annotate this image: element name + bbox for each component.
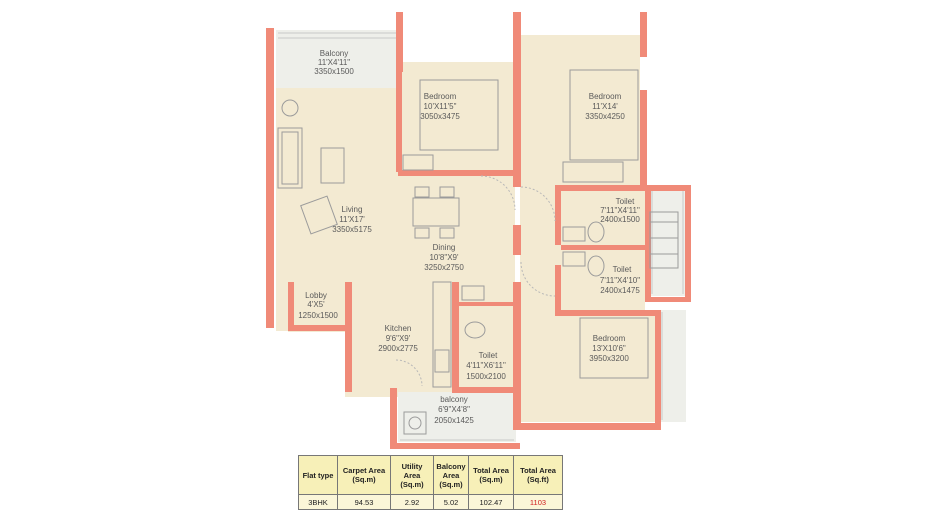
room-name-living: Living (342, 205, 363, 214)
room-dim-mm-bedroom-1: 3050x3475 (420, 112, 460, 121)
room-dim-ft-bedroom-3: 13'X10'6" (592, 344, 626, 353)
plant-pot (281, 99, 299, 117)
room-name-toilet-3: Toilet (479, 351, 498, 360)
kitchen-sink (434, 349, 450, 373)
wardrobe-1 (402, 154, 434, 171)
coffee-table (320, 147, 345, 184)
room-name-lobby: Lobby (305, 291, 327, 300)
room-name-toilet-1: Toilet (616, 197, 635, 206)
room-dim-ft-lobby: 4'X5' (307, 300, 325, 309)
header-total-area-sqm: Total Area (Sq.m) (468, 455, 514, 495)
sofa (277, 127, 303, 189)
header-balcony-area: Balcony Area (Sq.m) (433, 455, 469, 495)
room-dim-ft-dining: 10'8"X9' (429, 253, 459, 262)
room-name-balcony-bottom: balcony (440, 395, 468, 404)
room-dim-mm-kitchen: 2900x2775 (378, 344, 418, 353)
cell-balcony-area: 5.02 (433, 494, 469, 510)
area-table-row: 3BHK 94.53 2.92 5.02 102.47 1103 (298, 494, 563, 510)
header-total-area-sqft: Total Area (Sq.ft) (513, 455, 563, 495)
cell-flat-type: 3BHK (298, 494, 338, 510)
room-dim-mm-toilet-2: 2400x1475 (600, 286, 640, 295)
wc-3 (587, 255, 605, 277)
bed-2 (569, 69, 639, 161)
room-dim-ft-bedroom-2: 11'X14' (592, 102, 618, 111)
room-dim-mm-lobby: 1250x1500 (298, 311, 338, 320)
room-dim-mm-balcony-top: 3350x1500 (314, 67, 354, 76)
header-flat-type: Flat type (298, 455, 338, 495)
area-table-header-row: Flat type Carpet Area (Sq.m) Utility Are… (298, 455, 563, 495)
room-dim-mm-toilet-1: 2400x1500 (600, 215, 640, 224)
area-table: Flat type Carpet Area (Sq.m) Utility Are… (298, 455, 563, 510)
room-dim-ft-toilet-2: 7'11"X4'10" (600, 276, 640, 285)
wc-2 (587, 221, 605, 243)
washing-machine (403, 411, 427, 435)
room-dim-mm-balcony-bottom: 2050x1425 (434, 416, 474, 425)
room-dim-ft-balcony-top: 11'X4'11" (318, 58, 350, 67)
kitchen-counter (432, 281, 452, 388)
room-dim-mm-bedroom-3: 3950x3200 (589, 354, 629, 363)
room-dim-ft-toilet-3: 4'11"X6'11" (466, 361, 506, 370)
room-dim-mm-bedroom-2: 3350x4250 (585, 112, 625, 121)
room-dim-mm-dining: 3250x2750 (424, 263, 464, 272)
room-dim-ft-bedroom-1: 10'X11'5" (424, 102, 457, 111)
armchair (300, 195, 338, 235)
room-name-dining: Dining (433, 243, 456, 252)
cell-total-area-sqm: 102.47 (468, 494, 514, 510)
room-name-bedroom-3: Bedroom (593, 334, 626, 343)
room-name-balcony-top: Balcony (320, 49, 348, 58)
bed-1 (419, 79, 499, 151)
room-dim-mm-living: 3350x5175 (332, 225, 372, 234)
room-dim-ft-toilet-1: 7'11"X4'11" (600, 206, 640, 215)
room-dim-ft-balcony-bottom: 6'9"X4'8" (438, 405, 470, 414)
dining-table (412, 197, 460, 227)
room-name-toilet-2: Toilet (613, 265, 632, 274)
walls (266, 12, 691, 449)
basin-3 (461, 285, 485, 301)
cell-total-area-sqft: 1103 (513, 494, 563, 510)
header-utility-area: Utility Area (Sq.m) (390, 455, 434, 495)
balcony-areas (276, 30, 686, 442)
bed-3 (579, 317, 649, 379)
basin-2 (562, 251, 586, 267)
room-name-bedroom-1: Bedroom (424, 92, 457, 101)
cell-utility-area: 2.92 (390, 494, 434, 510)
room-dim-mm-toilet-3: 1500x2100 (466, 372, 506, 381)
room-dim-ft-kitchen: 9'6"X9' (386, 334, 411, 343)
room-name-bedroom-2: Bedroom (589, 92, 622, 101)
furniture (277, 69, 679, 435)
utility-rack (649, 211, 679, 269)
room-dim-ft-living: 11'X17' (339, 215, 365, 224)
basin-1 (562, 226, 586, 242)
wardrobe-2 (562, 161, 624, 183)
railings (278, 32, 684, 441)
doors (395, 175, 556, 387)
wc-1 (464, 321, 486, 339)
room-name-kitchen: Kitchen (385, 324, 412, 333)
room-labels: Balcony 11'X4'11" 3350x1500 Bedroom 10'X… (298, 49, 640, 425)
header-carpet-area: Carpet Area (Sq.m) (337, 455, 391, 495)
cell-carpet-area: 94.53 (337, 494, 391, 510)
